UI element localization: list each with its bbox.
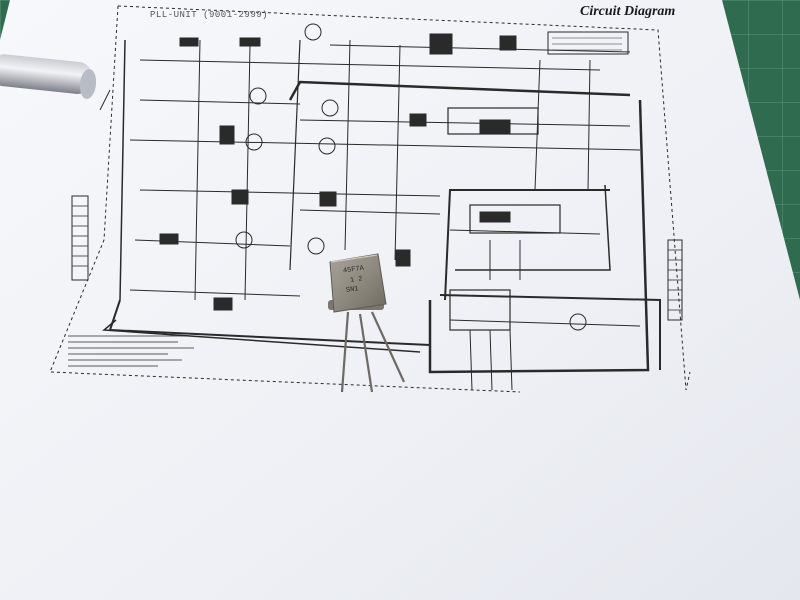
unit-label: PLL-UNIT (9001-2999) <box>150 10 269 20</box>
schematic <box>49 5 691 393</box>
metal-rod <box>0 54 97 99</box>
page-title: Circuit Diagram <box>580 4 676 19</box>
crystal-oscillator <box>328 253 406 393</box>
